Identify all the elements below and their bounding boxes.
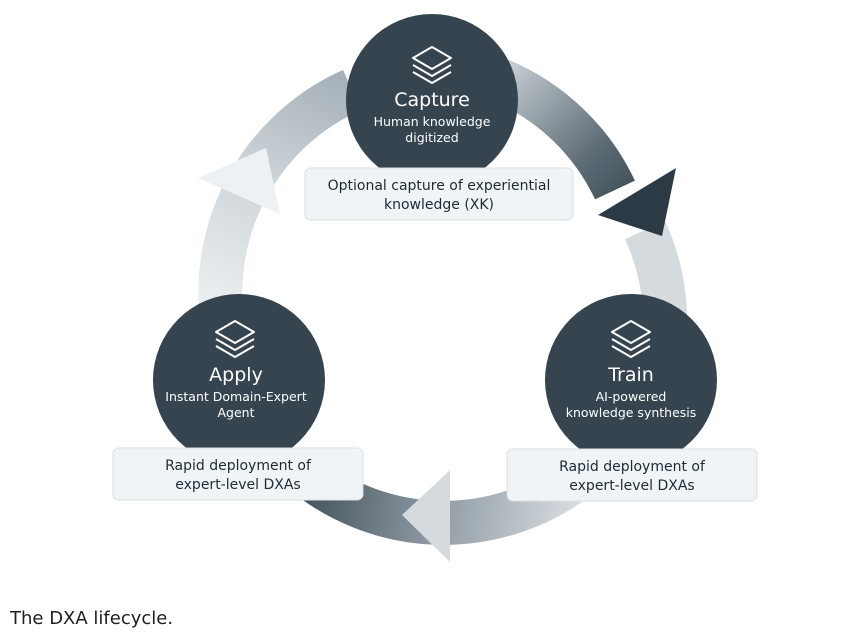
- note-train-line-1: Rapid deployment of: [559, 459, 706, 475]
- dxa-lifecycle-diagram: Capture Human knowledge digitized Option…: [112, 14, 758, 562]
- node-apply: Apply Instant Domain-Expert Agent: [153, 294, 325, 466]
- note-capture-line-2: knowledge (XK): [384, 197, 494, 213]
- node-train-title: Train: [607, 364, 654, 386]
- note-capture: Optional capture of experiential knowled…: [304, 167, 574, 221]
- figure-caption: The DXA lifecycle.: [10, 608, 174, 629]
- note-apply-line-1: Rapid deployment of: [165, 458, 312, 474]
- node-capture: Capture Human knowledge digitized: [346, 14, 518, 186]
- layers-icon: [215, 320, 255, 358]
- note-capture-line-1: Optional capture of experiential: [328, 178, 551, 194]
- node-apply-subtitle-1: Instant Domain-Expert: [165, 389, 307, 404]
- note-apply-line-2: expert-level DXAs: [175, 477, 300, 493]
- note-apply: Rapid deployment of expert-level DXAs: [112, 447, 364, 501]
- node-apply-title: Apply: [209, 364, 263, 386]
- note-train: Rapid deployment of expert-level DXAs: [506, 448, 758, 502]
- note-train-line-2: expert-level DXAs: [569, 478, 694, 494]
- cycle-arc-top-right: [491, 59, 635, 200]
- node-train-subtitle-1: AI-powered: [596, 389, 667, 404]
- node-train: Train AI-powered knowledge synthesis: [545, 294, 717, 466]
- node-train-circle: [545, 294, 717, 466]
- note-capture-box: [304, 167, 574, 221]
- arrow-icon: [598, 168, 676, 236]
- layers-icon: [412, 46, 452, 84]
- node-apply-circle: [153, 294, 325, 466]
- note-apply-box: [112, 447, 364, 501]
- node-capture-circle: [346, 14, 518, 186]
- node-capture-subtitle-2: digitized: [405, 130, 458, 145]
- node-capture-title: Capture: [394, 89, 470, 111]
- node-apply-subtitle-2: Agent: [218, 405, 255, 420]
- node-capture-subtitle-1: Human knowledge: [374, 114, 491, 129]
- node-train-subtitle-2: knowledge synthesis: [566, 405, 697, 420]
- layers-icon: [611, 320, 651, 358]
- note-train-box: [506, 448, 758, 502]
- arrow-icon: [198, 148, 280, 214]
- arrow-icon: [402, 470, 450, 562]
